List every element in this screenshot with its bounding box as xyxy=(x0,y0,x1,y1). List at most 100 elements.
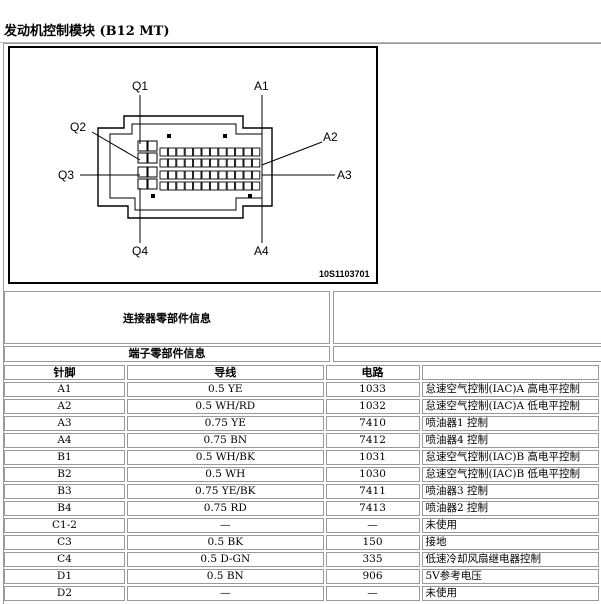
pin-cavity xyxy=(209,158,219,168)
pin-cavity xyxy=(193,181,202,191)
pin-cavity xyxy=(201,181,210,191)
pin-cavity xyxy=(226,170,236,180)
pin-cavity xyxy=(176,147,185,157)
label-q1: Q1 xyxy=(132,79,148,93)
cell-wire: 0.75 BN xyxy=(126,433,324,448)
cell-function: 接地 xyxy=(421,535,599,550)
table-header-row: 针脚 导线 电路 xyxy=(4,365,599,380)
pin-cavity xyxy=(176,170,185,180)
cell-wire: 0.75 YE xyxy=(126,416,324,431)
pin-cavity xyxy=(159,158,168,168)
pin-cavity xyxy=(251,181,261,191)
cell-function: 喷油器2 控制 xyxy=(421,501,599,516)
label-a1: A1 xyxy=(254,79,269,93)
cell-wire: — xyxy=(126,518,324,533)
pin-cavity xyxy=(218,147,227,157)
pin-cavity xyxy=(201,147,210,157)
label-q4: Q4 xyxy=(132,244,148,258)
locator-mark xyxy=(167,134,171,138)
cell-pin: D2 xyxy=(4,586,125,601)
terminal-info-heading: 端子零部件信息 xyxy=(4,346,330,362)
cell-circuit: 7410 xyxy=(325,416,420,431)
header-function xyxy=(421,365,599,380)
cell-pin: B4 xyxy=(4,501,125,516)
pin-cavity xyxy=(193,170,202,180)
cell-pin: B1 xyxy=(4,450,125,465)
cell-circuit: 7412 xyxy=(325,433,420,448)
pin-cavity xyxy=(243,158,252,168)
cell-circuit: 150 xyxy=(325,535,420,550)
pin-cavity xyxy=(235,170,244,180)
pin-cavity xyxy=(218,158,227,168)
cell-function: 怠速空气控制(IAC)B 高电平控制 xyxy=(421,450,599,465)
figure-id: 10S1103701 xyxy=(319,269,370,279)
cell-function: 喷油器1 控制 xyxy=(421,416,599,431)
cell-function: 未使用 xyxy=(421,586,599,601)
cell-function: 喷油器4 控制 xyxy=(421,433,599,448)
leader-lines xyxy=(80,95,335,243)
cell-pin: A3 xyxy=(4,416,125,431)
locator-mark xyxy=(223,134,227,138)
cell-function: 怠速空气控制(IAC)A 低电平控制 xyxy=(421,399,599,414)
pin-cavity xyxy=(176,181,185,191)
pin-cavity xyxy=(184,147,194,157)
connector-info-value-cell xyxy=(333,291,601,344)
cell-function: 怠速空气控制(IAC)A 高电平控制 xyxy=(421,382,599,397)
pin-cavity xyxy=(184,170,194,180)
cell-circuit: 7411 xyxy=(325,484,420,499)
pin-cavity xyxy=(226,181,236,191)
cell-wire: 0.75 RD xyxy=(126,501,324,516)
pin-cavity xyxy=(201,158,210,168)
label-q2: Q2 xyxy=(70,120,86,134)
pin-cavity xyxy=(243,147,252,157)
cell-circuit: 1030 xyxy=(325,467,420,482)
cell-function: 5V参考电压 xyxy=(421,569,599,584)
cell-function: 怠速空气控制(IAC)B 低电平控制 xyxy=(421,467,599,482)
cell-circuit: 335 xyxy=(325,552,420,567)
pin-cavity xyxy=(226,147,236,157)
cell-function: 低速冷却风扇继电器控制 xyxy=(421,552,599,567)
pin-cavity xyxy=(159,170,168,180)
connector-diagram-cell: Q1 Q2 Q3 Q4 A1 A2 A3 A4 10S1103701 xyxy=(4,44,382,288)
connector-diagram: Q1 Q2 Q3 Q4 A1 A2 A3 A4 10S1103701 xyxy=(8,46,378,284)
cell-pin: C3 xyxy=(4,535,125,550)
pin-cavity xyxy=(226,158,236,168)
cell-circuit: 1033 xyxy=(325,382,420,397)
label-a2: A2 xyxy=(323,130,338,144)
cell-pin: C1-2 xyxy=(4,518,125,533)
pin-cavity xyxy=(235,181,244,191)
label-q3: Q3 xyxy=(58,168,74,182)
header-wire: 导线 xyxy=(126,365,324,380)
pin-cavity xyxy=(167,158,177,168)
cell-pin: B2 xyxy=(4,467,125,482)
pin-cavity xyxy=(209,170,219,180)
locator-mark xyxy=(151,194,155,198)
pin-cavity xyxy=(167,170,177,180)
pin-cavity xyxy=(218,181,227,191)
connector-housing xyxy=(97,115,273,219)
cell-wire: 0.5 YE xyxy=(126,382,324,397)
connector-inner-outline xyxy=(109,123,263,211)
cell-circuit: 1032 xyxy=(325,399,420,414)
cell-wire: 0.5 BK xyxy=(126,535,324,550)
cell-pin: A2 xyxy=(4,399,125,414)
pin-cavity xyxy=(243,170,252,180)
table-row: C1-2——未使用 xyxy=(4,518,599,533)
locator-mark xyxy=(248,194,252,198)
pin-cavity xyxy=(218,170,227,180)
pin-cavity xyxy=(235,147,244,157)
header-pin: 针脚 xyxy=(4,365,125,380)
pin-cavity xyxy=(201,170,210,180)
pin-cavity xyxy=(243,181,252,191)
label-a4: A4 xyxy=(254,244,269,258)
cell-function: 未使用 xyxy=(421,518,599,533)
cell-wire: 0.5 WH/RD xyxy=(126,399,324,414)
pin-cavity xyxy=(167,147,177,157)
cell-circuit: — xyxy=(325,586,420,601)
